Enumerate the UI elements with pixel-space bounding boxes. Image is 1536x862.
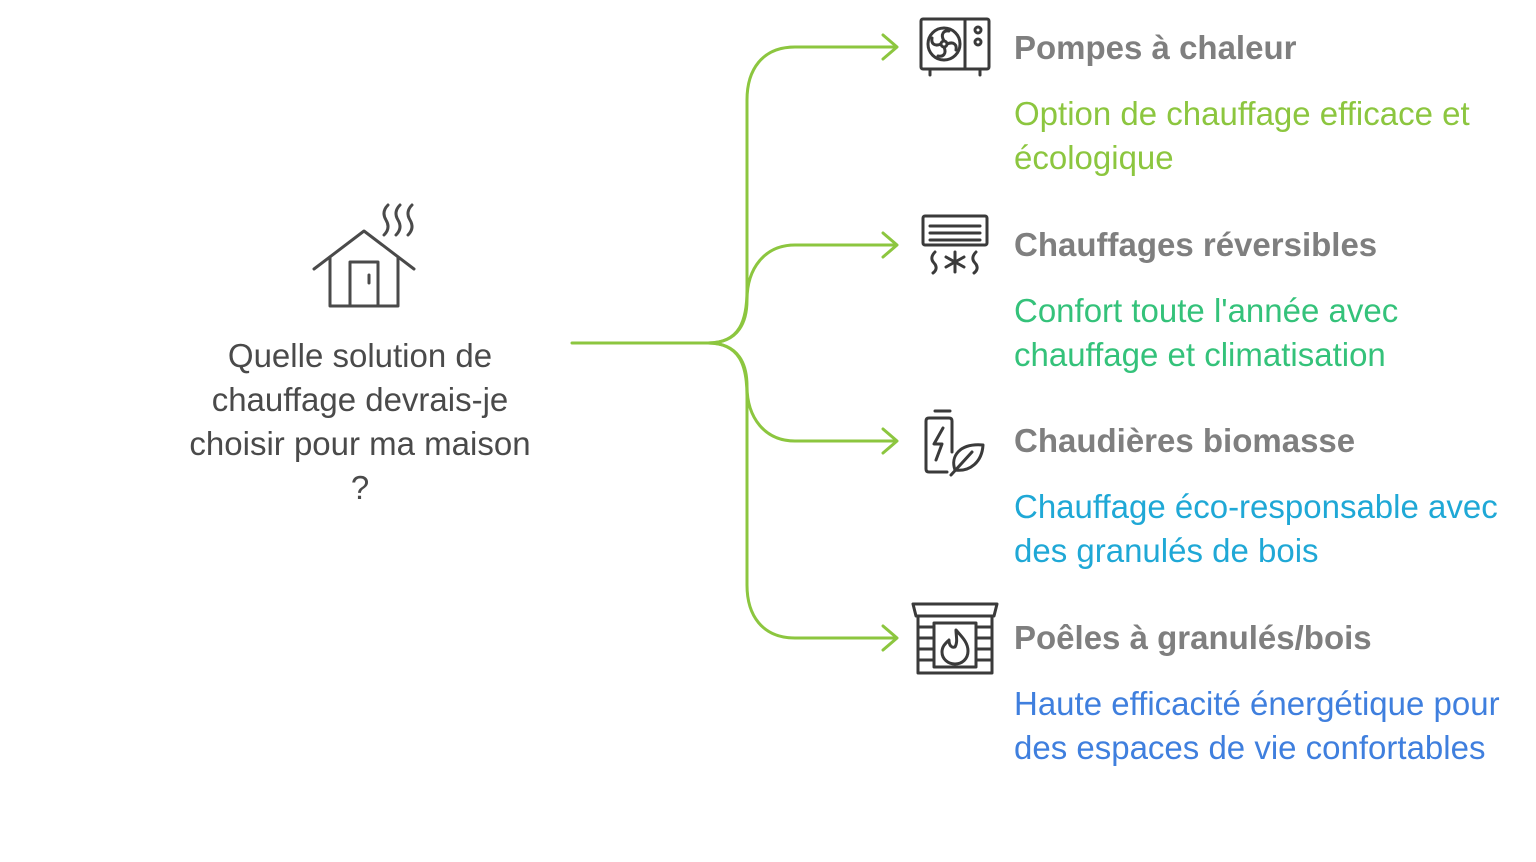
- connector-branch-1: [706, 45, 897, 345]
- wood-stove-icon: [911, 602, 999, 675]
- connector-lines: [570, 33, 899, 652]
- option-title-heat-pumps: Pompes à chaleur: [1014, 29, 1297, 66]
- house-heat-icon: [312, 203, 416, 308]
- biomass-battery-leaf-icon: [924, 409, 985, 477]
- arrowhead-3: [881, 427, 899, 455]
- central-question: Quelle solution de chauffage devrais-je …: [189, 337, 531, 506]
- arrowhead-1: [881, 33, 899, 61]
- arrowhead-2: [881, 231, 899, 259]
- arrowhead-4: [881, 624, 899, 652]
- option-title-reversible-heating: Chauffages réversibles: [1014, 226, 1378, 263]
- option-title-pellet-wood-stoves: Poêles à granulés/bois: [1014, 619, 1372, 656]
- connector-branch-4: [706, 341, 897, 640]
- option-title-biomass-boilers: Chaudières biomasse: [1014, 422, 1356, 459]
- option-description-heat-pumps: Option de chauffage efficace et écologiq…: [1014, 95, 1470, 176]
- air-conditioner-icon: [921, 214, 989, 275]
- heat-pump-icon: [919, 17, 991, 77]
- option-description-reversible-heating: Confort toute l'année avec chauffage et …: [1014, 292, 1399, 373]
- connector-branch-2: [706, 243, 897, 345]
- option-description-biomass-boilers: Chauffage éco-responsable avec des granu…: [1014, 488, 1498, 569]
- option-description-pellet-wood-stoves: Haute efficacité énergétique pour des es…: [1014, 685, 1500, 766]
- connector-branch-3: [706, 341, 897, 443]
